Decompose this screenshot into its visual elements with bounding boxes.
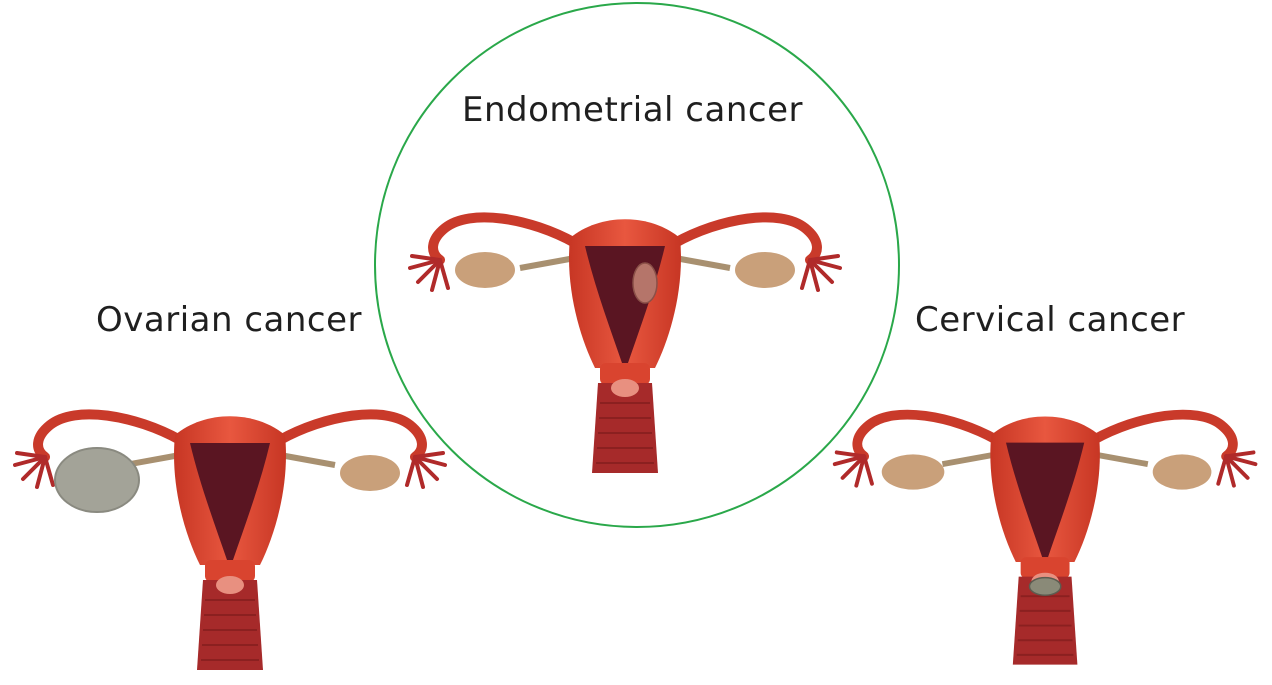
cervical-tumor (1029, 578, 1060, 596)
uterus-cervical-illustration (825, 395, 1272, 680)
cervical-cancer-label: Cervical cancer (915, 300, 1185, 340)
ovarian-cancer-label: Ovarian cancer (96, 300, 362, 340)
endometrial-cancer-label: Endometrial cancer (462, 90, 803, 130)
uterus-ovarian-illustration (5, 395, 465, 685)
endometrial-tumor (633, 263, 657, 303)
ovary-right (1153, 454, 1212, 489)
ovarian-tumor (55, 448, 139, 512)
ovary-right (340, 455, 400, 491)
uterus-endometrial-illustration (400, 198, 860, 488)
ovary-left (455, 252, 515, 288)
ovary-right (735, 252, 795, 288)
ovary-left (882, 454, 945, 489)
